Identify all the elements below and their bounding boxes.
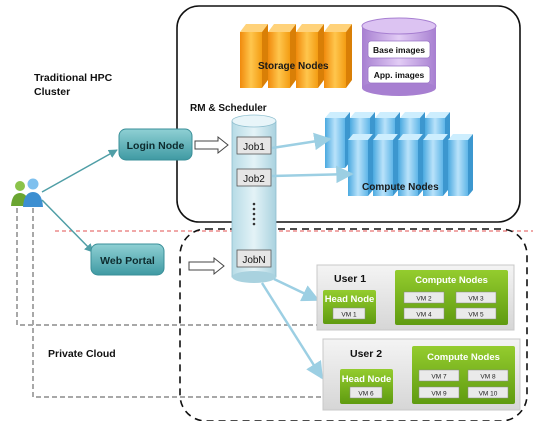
- compute-server-icon: [423, 134, 448, 196]
- compute-nodes-title: Compute Nodes: [415, 275, 488, 286]
- job-ellipsis: [252, 202, 256, 226]
- compute-server-icon: [448, 134, 473, 196]
- web-portal-label: Web Portal: [100, 255, 155, 267]
- scheduler-queue: Job1 Job2 JobN: [231, 114, 277, 283]
- user-title: User 1: [334, 273, 366, 285]
- vm-box: [403, 291, 445, 304]
- vm-label: VM 9: [431, 391, 447, 398]
- vm-label: VM 3: [468, 296, 484, 303]
- app-images-label: App. images: [374, 70, 425, 80]
- vm-box: [418, 369, 460, 382]
- arrow-to-login: [41, 149, 118, 193]
- login-node-label: Login Node: [127, 140, 185, 152]
- user-title: User 2: [350, 348, 382, 360]
- submit-arrow-portal: [188, 256, 225, 276]
- compute-server-icon: [373, 134, 398, 196]
- dispatch-arrow: [273, 277, 320, 302]
- user2-connection-line: [32, 208, 322, 398]
- vm-box: [403, 307, 445, 320]
- vm-label: VM 8: [480, 374, 496, 381]
- job-label: JobN: [242, 255, 265, 266]
- vm-label: VM 4: [416, 312, 432, 319]
- users-icon: [11, 178, 43, 207]
- private-cloud-label: Private Cloud: [48, 348, 116, 360]
- storage-servers-icon: [240, 24, 352, 88]
- vm-label: VM 2: [416, 296, 432, 303]
- base-images-label: Base images: [373, 45, 425, 55]
- web-portal: Web Portal: [90, 243, 165, 276]
- private-cloud-boundary: [179, 228, 528, 421]
- compute-server-icon: [398, 134, 423, 196]
- dispatch-arrow: [271, 165, 354, 184]
- compute-servers-icon: [325, 112, 473, 196]
- job-box: Job1: [236, 136, 272, 155]
- job-box: Job2: [236, 168, 272, 187]
- vm-label: VM 10: [479, 391, 498, 398]
- dispatch-arrow: [260, 282, 324, 380]
- compute-nodes-label: Compute Nodes: [362, 182, 439, 193]
- image-store-icon: [361, 17, 437, 96]
- vm-label: VM 6: [358, 391, 374, 398]
- arrow-to-portal: [41, 199, 94, 253]
- vm-box: [467, 369, 509, 382]
- job-box: JobN: [236, 249, 272, 268]
- submit-arrow-login: [194, 135, 229, 155]
- user1-connection-line: [16, 208, 318, 326]
- head-node-label: Head Node: [325, 294, 375, 305]
- traditional-hpc-label-2: Cluster: [34, 86, 70, 98]
- compute-nodes-title: Compute Nodes: [427, 352, 500, 363]
- head-node-label: Head Node: [342, 374, 392, 385]
- vm-box: [467, 386, 509, 399]
- vm-box: [332, 307, 366, 320]
- vm-label: VM 1: [341, 312, 357, 319]
- dispatch-arrow: [271, 132, 332, 151]
- login-node: Login Node: [118, 128, 193, 161]
- rm-scheduler-label: RM & Scheduler: [190, 103, 267, 114]
- hpc-cluster-boundary: [176, 5, 521, 223]
- traditional-hpc-label: Traditional HPC: [34, 72, 113, 84]
- vm-box: [349, 386, 383, 399]
- vm-box: [418, 386, 460, 399]
- vm-label: VM 7: [431, 374, 447, 381]
- vm-box: [455, 291, 497, 304]
- storage-nodes-label: Storage Nodes: [258, 61, 329, 72]
- vm-label: VM 5: [468, 312, 484, 319]
- user1-virtual-cluster: User 1 Head Node VM 1 Compute Nodes VM 2…: [316, 264, 515, 331]
- job-label: Job2: [243, 174, 265, 185]
- vm-box: [455, 307, 497, 320]
- job-label: Job1: [243, 142, 265, 153]
- user2-virtual-cluster: User 2 Head Node VM 6 Compute Nodes VM 7…: [322, 338, 521, 411]
